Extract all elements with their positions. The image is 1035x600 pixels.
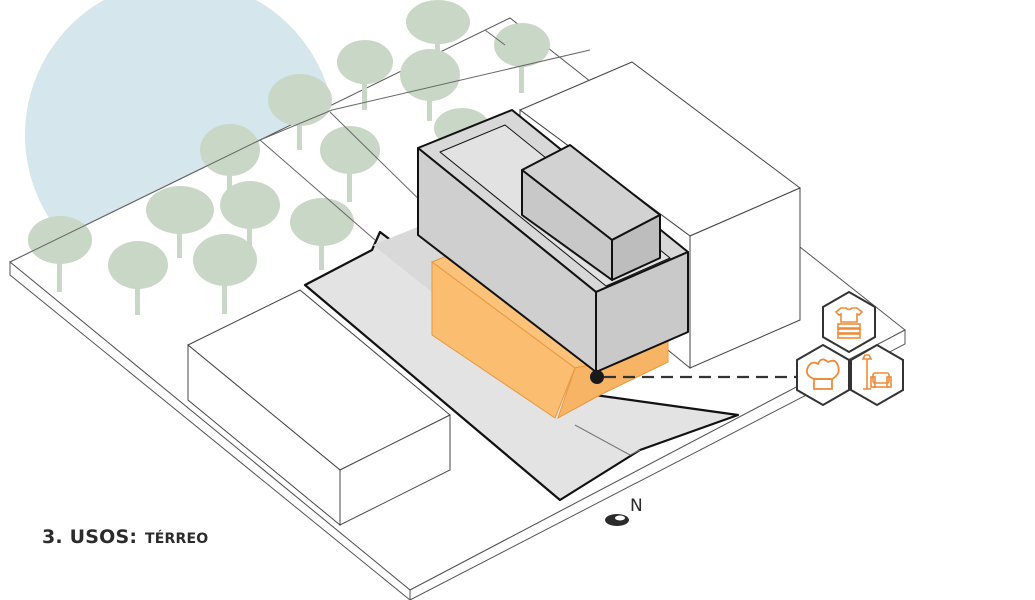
tree bbox=[200, 124, 260, 198]
trees bbox=[28, 0, 550, 315]
tree bbox=[320, 126, 380, 202]
diagram-caption: 3. USOS: TÉRREO bbox=[42, 526, 208, 548]
caption-subtitle: TÉRREO bbox=[144, 531, 209, 547]
tree bbox=[406, 0, 470, 64]
north-label: N bbox=[630, 496, 643, 516]
armchair-lamp-icon bbox=[850, 343, 904, 407]
north-arrow bbox=[605, 514, 629, 526]
tree bbox=[268, 74, 332, 150]
tree bbox=[290, 198, 354, 270]
tree bbox=[108, 241, 168, 315]
tree bbox=[193, 234, 257, 314]
laundry-icon bbox=[822, 290, 876, 354]
left-neighbour-building bbox=[187, 289, 451, 527]
tree bbox=[146, 186, 214, 258]
tree bbox=[400, 49, 460, 121]
connector-dot bbox=[590, 370, 604, 384]
tree bbox=[337, 40, 393, 110]
tree bbox=[220, 181, 280, 255]
caption-number-label: 3. USOS: bbox=[42, 526, 138, 548]
use-icons bbox=[796, 290, 904, 407]
use-connector bbox=[590, 370, 798, 384]
rooftop-volume bbox=[521, 144, 661, 281]
tree bbox=[28, 216, 92, 292]
tree bbox=[494, 23, 550, 93]
chef-hat-icon bbox=[796, 343, 850, 407]
